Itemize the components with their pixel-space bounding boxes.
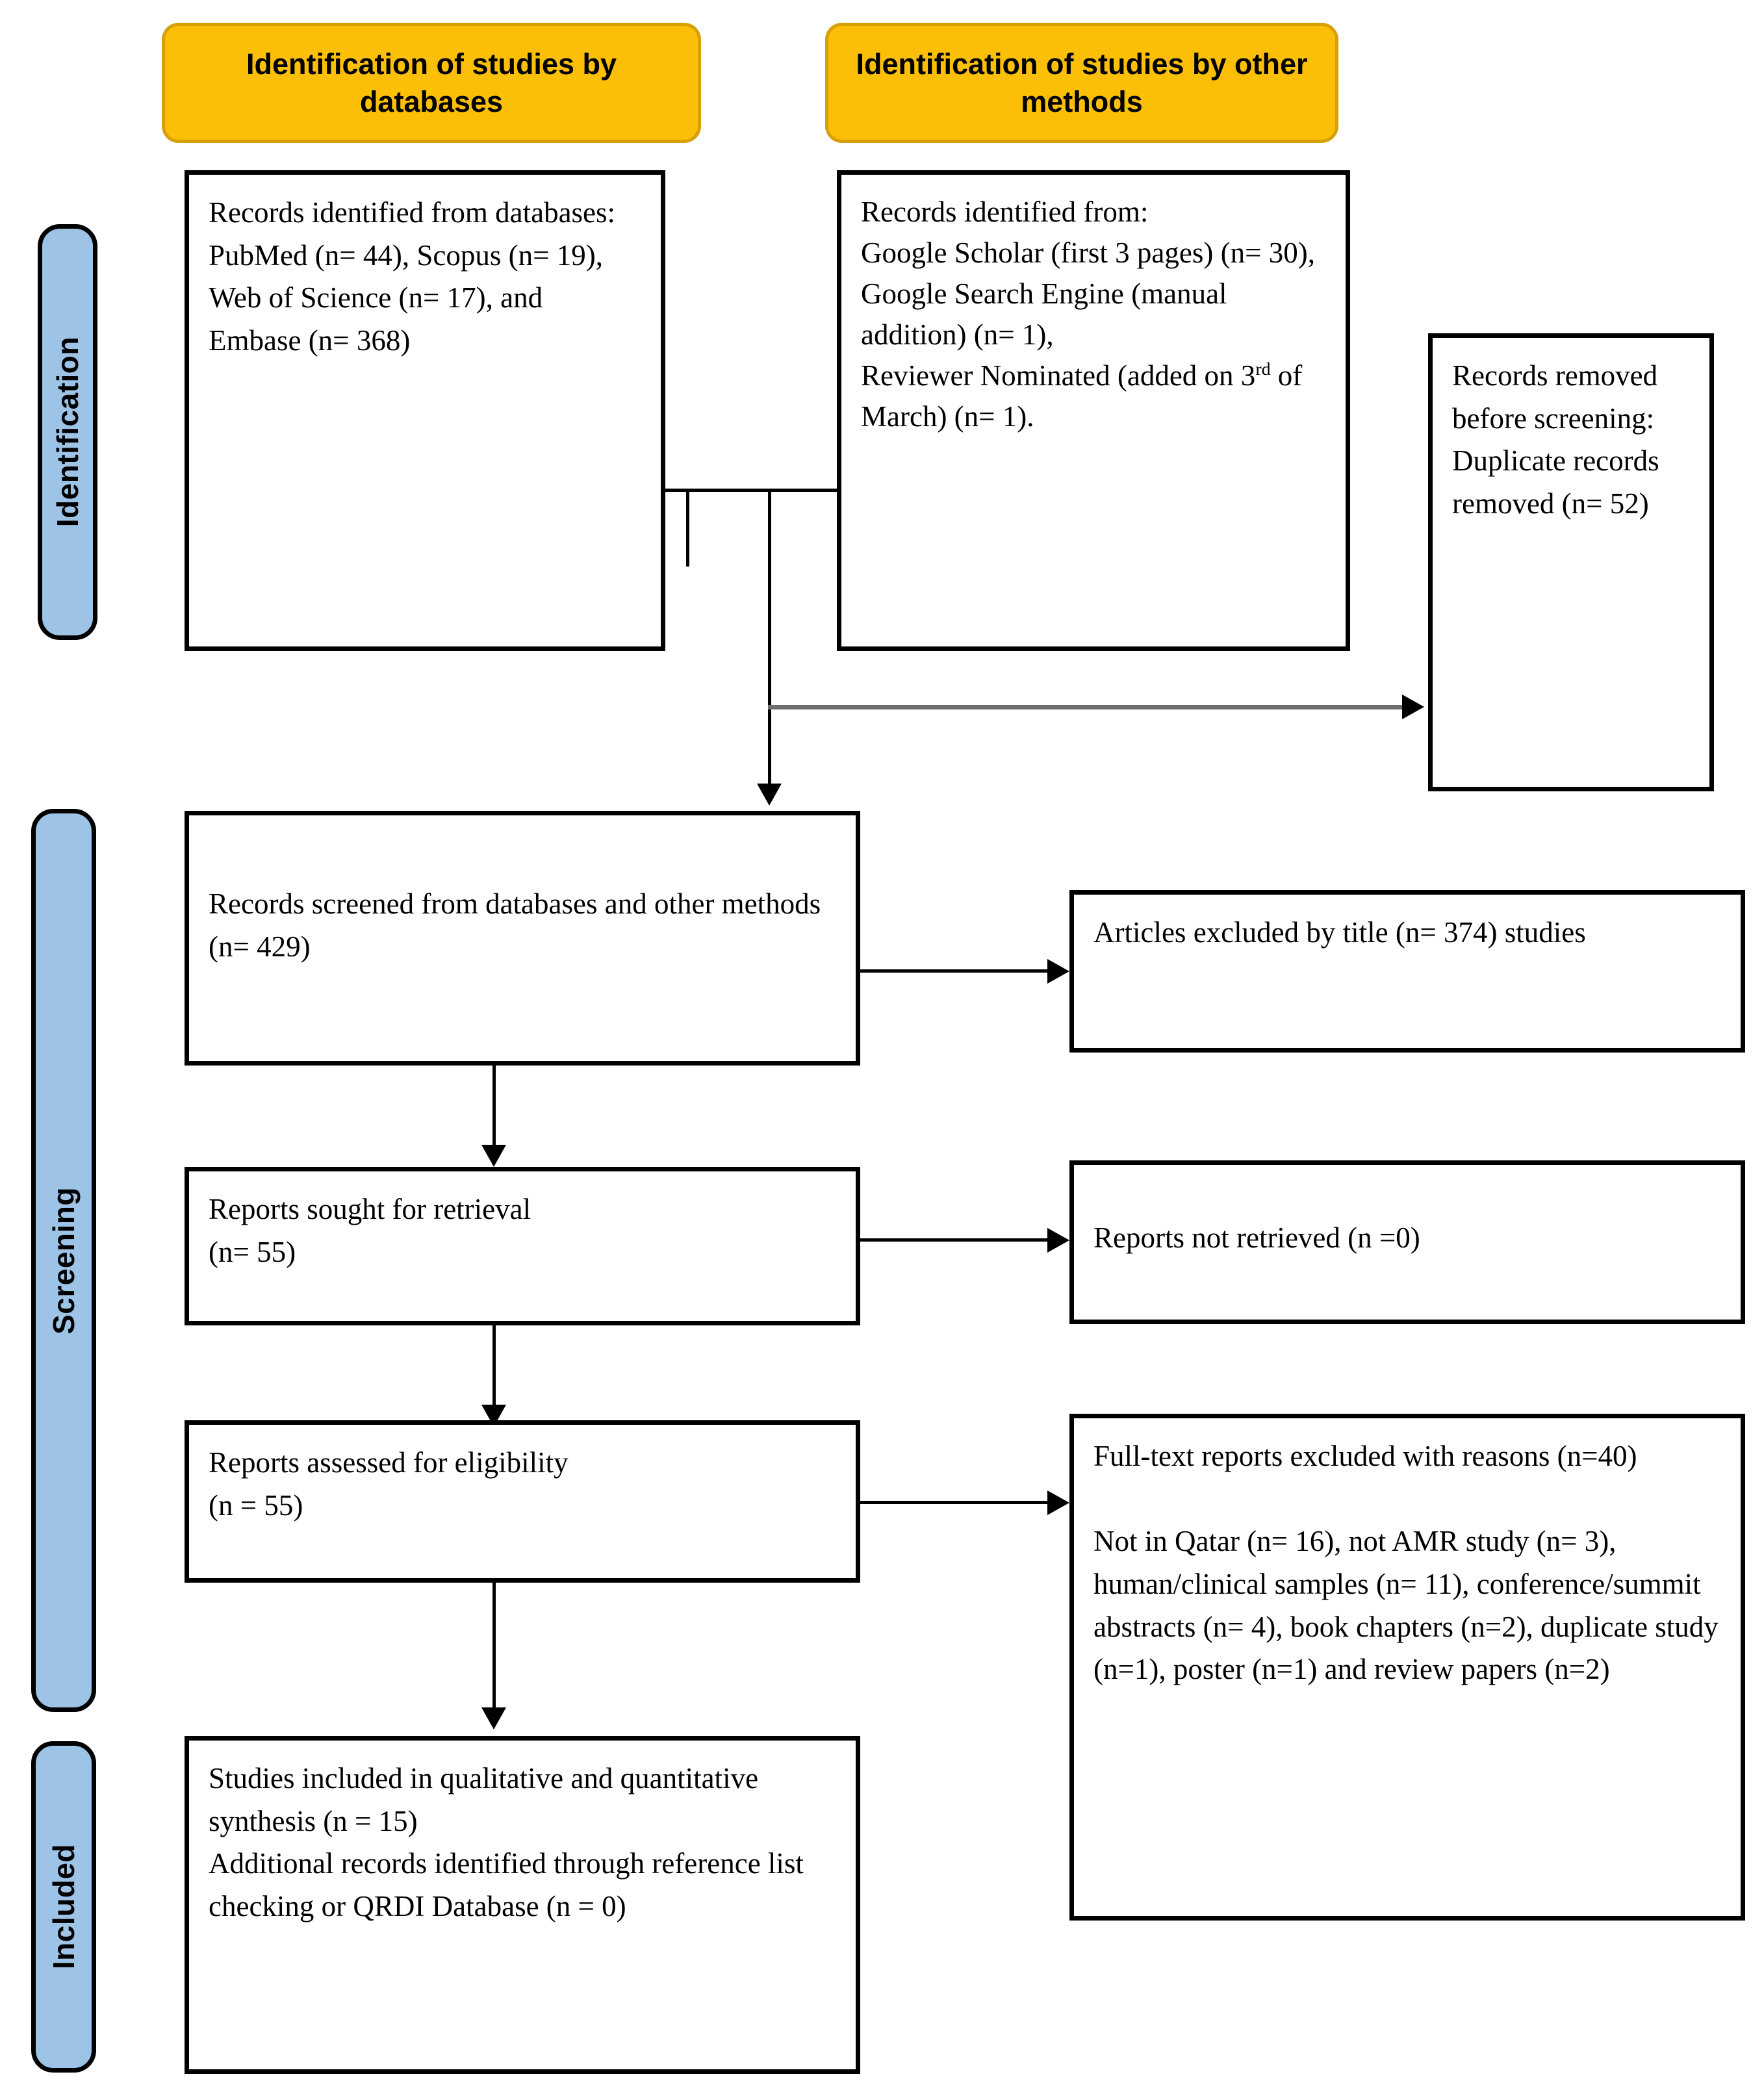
header-label-other-methods: Identification of studies by other metho… xyxy=(856,47,1308,118)
arrow-right-to-fulltext-excluded xyxy=(1047,1490,1069,1515)
arrow-down-to-records-screened xyxy=(757,784,782,806)
box-records-removed-text: Records removed before screening: Duplic… xyxy=(1452,359,1659,520)
box-records-removed: Records removed before screening: Duplic… xyxy=(1428,333,1714,791)
box-records-identified-databases-text: Records identified from databases: PubMe… xyxy=(209,196,616,357)
other-methods-superscript: rd xyxy=(1255,359,1271,379)
other-methods-text-part1: Records identified from: Google Scholar … xyxy=(861,196,1315,392)
stage-banner-included: Included xyxy=(31,1741,96,2073)
connector-sought-to-not-retrieved xyxy=(860,1238,1047,1242)
connector-assessed-to-fulltext-excluded xyxy=(860,1501,1047,1504)
stage-label-screening: Screening xyxy=(47,1186,81,1334)
header-box-databases: Identification of studies by databases xyxy=(162,23,701,143)
box-records-identified-databases: Records identified from databases: PubMe… xyxy=(185,170,665,651)
connector-junction-vertical-stub xyxy=(686,489,689,567)
connector-databases-to-junction xyxy=(663,489,838,492)
stage-label-identification: Identification xyxy=(51,337,84,528)
box-fulltext-excluded: Full-text reports excluded with reasons … xyxy=(1069,1414,1745,1921)
stage-banner-screening: Screening xyxy=(31,809,96,1712)
box-studies-included: Studies included in qualitative and quan… xyxy=(185,1736,860,2074)
arrow-right-to-reports-not-retrieved xyxy=(1047,1228,1069,1253)
box-records-identified-other-text: Records identified from: Google Scholar … xyxy=(861,192,1326,437)
box-studies-included-text: Studies included in qualitative and quan… xyxy=(209,1762,804,1923)
header-box-other-methods: Identification of studies by other metho… xyxy=(825,23,1338,143)
box-reports-assessed-text: Reports assessed for eligibility (n = 55… xyxy=(209,1446,569,1522)
box-reports-not-retrieved: Reports not retrieved (n =0) xyxy=(1069,1160,1745,1324)
box-reports-assessed: Reports assessed for eligibility (n = 55… xyxy=(185,1420,860,1583)
arrow-down-to-studies-included xyxy=(481,1707,506,1730)
arrow-down-to-reports-sought xyxy=(481,1145,506,1167)
arrow-right-to-articles-excluded xyxy=(1047,959,1069,984)
stage-banner-identification: Identification xyxy=(38,224,97,640)
box-reports-not-retrieved-text: Reports not retrieved (n =0) xyxy=(1093,1221,1420,1254)
box-records-screened-text: Records screened from databases and othe… xyxy=(209,887,821,963)
box-records-identified-other: Records identified from: Google Scholar … xyxy=(837,170,1350,651)
box-articles-excluded-title: Articles excluded by title (n= 374) stud… xyxy=(1069,890,1745,1053)
box-fulltext-excluded-text: Full-text reports excluded with reasons … xyxy=(1093,1440,1719,1686)
box-records-screened: Records screened from databases and othe… xyxy=(185,811,860,1066)
connector-screened-to-sought xyxy=(492,1066,496,1150)
box-reports-sought-text: Reports sought for retrieval (n= 55) xyxy=(209,1193,531,1268)
stage-label-included: Included xyxy=(47,1844,81,1970)
box-reports-sought: Reports sought for retrieval (n= 55) xyxy=(185,1167,860,1325)
arrow-right-to-records-removed xyxy=(1402,695,1424,719)
header-label-databases: Identification of studies by databases xyxy=(246,47,617,118)
connector-screened-to-excluded xyxy=(860,969,1047,973)
connector-sought-to-assessed xyxy=(492,1325,496,1410)
other-methods-text-part2: of March) (n= 1). xyxy=(861,359,1303,433)
box-articles-excluded-title-text: Articles excluded by title (n= 374) stud… xyxy=(1093,916,1586,949)
connector-assessed-to-included xyxy=(492,1583,496,1713)
connector-identification-vertical xyxy=(768,489,771,789)
connector-to-records-removed xyxy=(768,705,1402,709)
